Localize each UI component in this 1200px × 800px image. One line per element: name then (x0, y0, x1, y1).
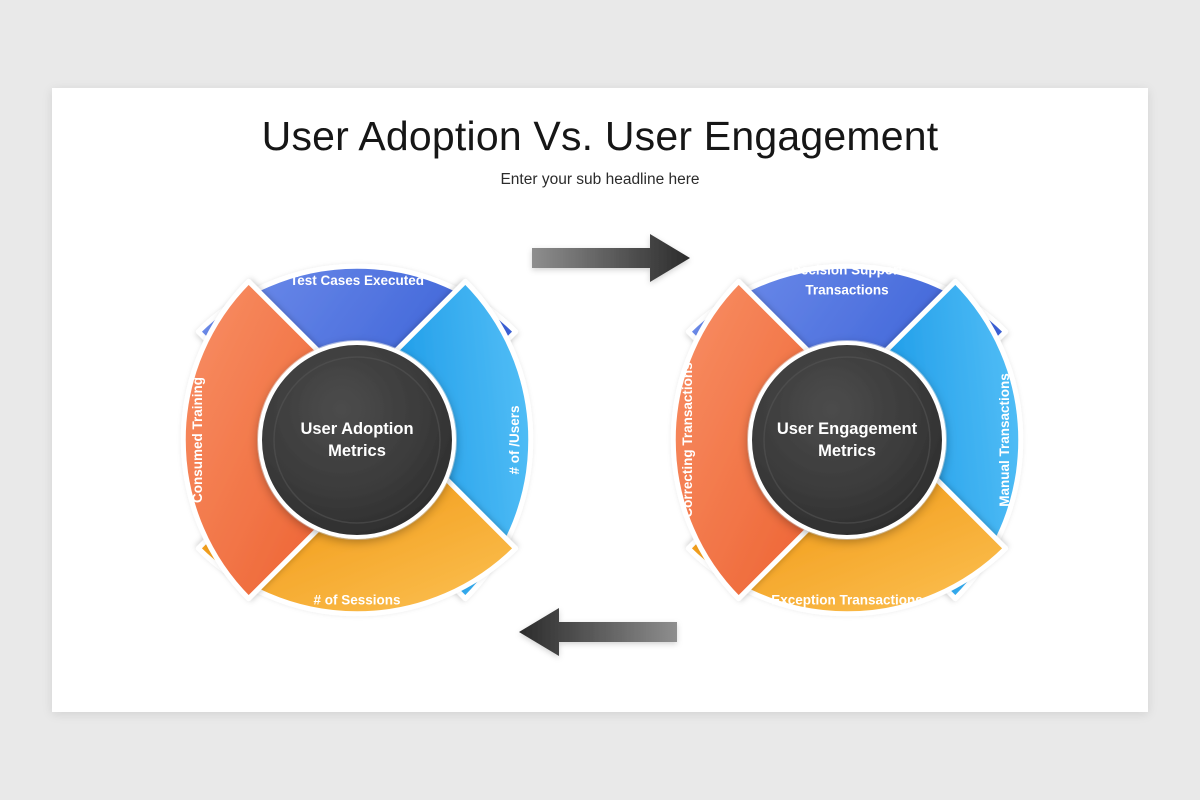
segment-bottom-label: Exception Transactions (771, 593, 923, 608)
page-title: User Adoption Vs. User Engagement (261, 113, 939, 159)
segment-right-label: # of /Users (507, 405, 522, 474)
slide-canvas: User Adoption Vs. User Engagement Enter … (52, 88, 1148, 712)
hub-label-line1: User Engagement (777, 420, 918, 438)
hub-label-line2: Metrics (328, 442, 386, 460)
hub-user-adoption[interactable]: User Adoption Metrics (257, 340, 457, 540)
segment-top-label: Test Cases Executed (290, 273, 424, 288)
donut-user-engagement: Decision Support Transactions Manual Tra… (670, 263, 1024, 617)
segment-top-label-line1: Decision Support (791, 263, 903, 278)
segment-right-label: Manual Transactions (997, 373, 1012, 507)
arrow-right-icon (532, 234, 690, 282)
diagram-area: Test Cases Executed # of /Users # of Ses… (52, 88, 1148, 712)
arrow-left-to-right (532, 234, 690, 282)
hub-label-line2: Metrics (818, 442, 876, 460)
hub-inner-ring (763, 356, 931, 524)
hub-user-engagement[interactable]: User Engagement Metrics (747, 340, 947, 540)
arrow-left-icon (519, 608, 677, 656)
segment-bottom-label: # of Sessions (313, 593, 400, 608)
hub-circle[interactable] (748, 341, 946, 539)
donut-diagrams-svg: Test Cases Executed # of /Users # of Ses… (180, 234, 1024, 656)
donut-user-adoption: Test Cases Executed # of /Users # of Ses… (180, 263, 534, 617)
hub-inner-ring (273, 356, 441, 524)
segment-left-label: Correcting Transactions (680, 362, 695, 517)
hub-label-line1: User Adoption (300, 420, 413, 438)
segment-top-label-line2: Transactions (805, 283, 888, 298)
page-subtitle: Enter your sub headline here (500, 171, 700, 188)
arrow-right-to-left (519, 608, 677, 656)
hub-circle[interactable] (258, 341, 456, 539)
segment-left-label: Consumed Training (190, 377, 205, 503)
